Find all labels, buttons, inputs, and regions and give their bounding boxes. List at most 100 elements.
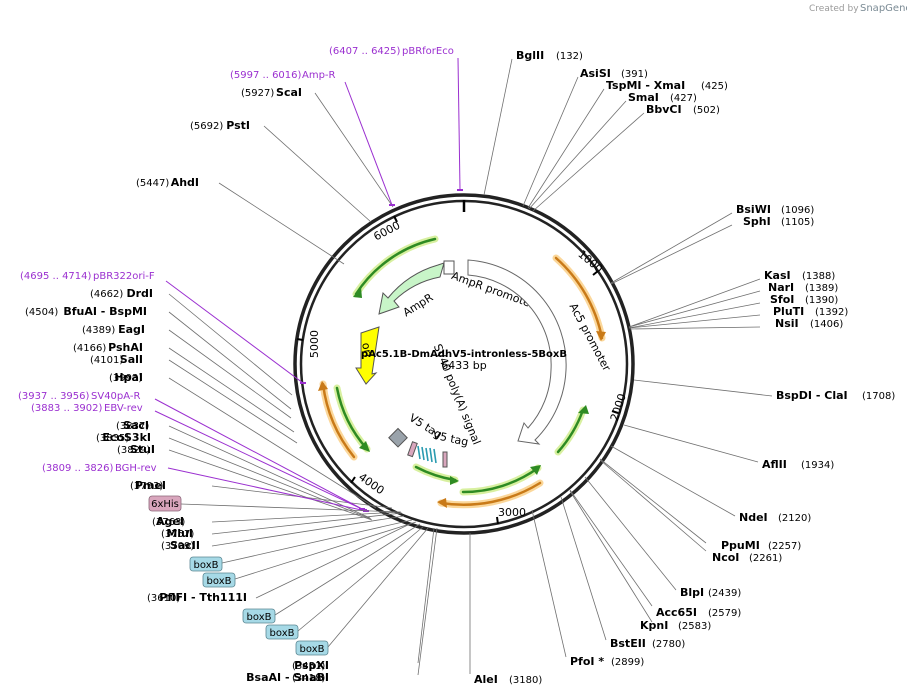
enzyme-label: NsiI [775,317,799,330]
enzyme-label: ScaI [276,86,302,99]
leader-line [168,311,292,410]
leader-line [569,489,653,607]
leader-line [274,523,421,616]
enzyme-position: (3418) [292,673,325,684]
tick-label-5000: 5000 [308,330,321,358]
enzyme-label: DrdI [126,287,153,300]
ampr-promoter-block [443,260,455,275]
primer-leader [344,81,393,206]
leader-line [234,521,417,580]
enzyme-position: (502) [693,105,720,116]
leader-line [560,496,607,641]
orf-arc-3000b [439,481,542,506]
enzyme-label: AflII [762,458,787,471]
boxb-label: boxB [207,576,232,587]
enzyme-label: SphI [743,215,771,228]
enzyme-position: (4389) [82,325,115,336]
enzyme-label: PluTI [773,305,804,318]
tick-label-6000: 6000 [371,219,402,244]
enzyme-position: (1708) [862,391,895,402]
enzyme-label: BbvCI [646,103,682,116]
boxb-box: boxB [189,556,223,572]
primer-name: Amp-R [302,70,336,81]
enzyme-position: (2899) [611,657,644,668]
leader-line [483,58,513,196]
boxb-stripes [417,445,437,464]
enzyme-label: SacI [123,419,149,432]
enzyme-position: (2439) [708,588,741,599]
leader-line [168,347,295,433]
enzyme-label: AhdI [171,176,199,189]
primer-name: BGH-rev [115,463,157,474]
leader-line [610,445,736,517]
enzyme-label: EcoS3kI [102,431,151,444]
leader-line [218,182,345,265]
leader-line [327,527,429,648]
leader-line [531,509,567,658]
enzyme-label: AleI [474,673,498,686]
his-tag-mark [407,441,418,458]
enzyme-label: SfoI [770,293,794,306]
enzyme-label: BsaAI - SnaBI [246,671,329,684]
credit: Created by SnapGene [809,3,907,14]
enzyme-label: BglII [516,49,544,62]
arrowhead-v5 [450,476,459,485]
leader-line [628,302,761,329]
enzyme-label: KpnI [640,619,668,632]
enzyme-label: BlpI [680,586,704,599]
enzyme-position: (3793) [130,481,163,492]
enzyme-position: (3837) [116,421,149,432]
enzyme-position: (3757) [161,529,194,540]
primer-range: (4695 .. 4714) [20,271,92,282]
primer-name: EBV-rev [104,403,143,414]
credit-prefix: Created by [809,4,859,14]
enzyme-position: (2579) [708,608,741,619]
enzyme-label: HpaI [114,371,143,384]
boxb-label: boxB [194,560,219,571]
primer-leader [165,280,304,384]
enzyme-position: (4101) [90,355,123,366]
position-ticks: 1000 2000 3000 4000 5000 6000 [296,215,629,525]
primer-leader [167,467,367,512]
tick-6000 [393,215,398,223]
orf-arc-ampr-glow [352,235,439,298]
enzyme-position: (3610) [147,593,180,604]
enzyme-label: TspMI - XmaI [606,79,685,92]
v5-tag-mark [442,451,448,468]
leader-line [599,458,707,544]
enzyme-position: (1934) [801,460,834,471]
leader-line [255,522,413,599]
snapgene-logo: SnapGene [860,3,907,14]
primer-name: pBR322ori-F [93,271,155,282]
leader-line [263,125,372,223]
enzyme-position: (5692) [190,121,223,132]
leader-line [522,76,579,207]
his-tag-box: 6xHis [148,495,182,512]
tick-1000 [592,270,599,276]
leader-line [628,290,761,328]
enzyme-label: StuI [130,443,155,456]
arrowhead-ampr [353,287,362,298]
leader-line [314,92,394,208]
enzyme-position: (1390) [805,295,838,306]
plasmid-name: pAc5.1B-DmAdhV5-intronless-5BoxB [361,349,567,360]
site-labels: BglII(132)AsiSI(391)TspMI - XmaI(425)Sma… [18,46,895,686]
leader-line [599,459,707,552]
enzyme-position: (5447) [136,178,169,189]
enzyme-label: BsiWI [736,203,771,216]
enzyme-position: (3709) [161,541,194,552]
enzyme-label: EagI [118,323,145,336]
arrowhead-5000b [318,381,328,391]
enzyme-label: PstI [226,119,250,132]
enzyme-position: (1105) [781,217,814,228]
ori-feature [355,326,380,385]
enzyme-position: (4662) [90,289,123,300]
enzyme-position: (3763) [152,517,185,528]
enzyme-position: (1389) [805,283,838,294]
tick-label-3000: 3000 [498,506,526,519]
leader-line [221,519,413,564]
enzyme-position: (5927) [241,88,274,99]
leader-line [168,377,377,509]
primer-leader [154,398,363,510]
orf-arc-1000 [554,256,604,340]
